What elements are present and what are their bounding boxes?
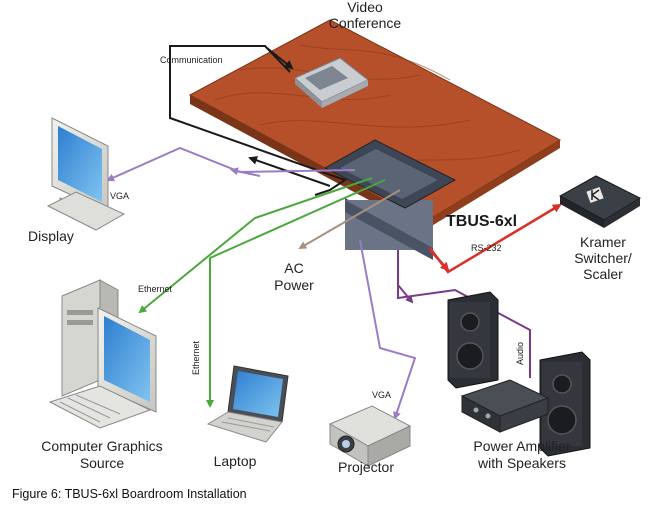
tbus-unit (323, 139, 457, 260)
communication-arrow-to-phone (266, 47, 294, 70)
ac-power-cable (298, 189, 401, 250)
computer-label-line1: Computer Graphics (41, 438, 162, 454)
amplifier-icon (460, 379, 550, 433)
figure-caption: Figure 6: TBUS-6xl Boardroom Installatio… (12, 487, 247, 501)
vga-display-cable (106, 146, 356, 182)
audio-arrow (397, 284, 414, 304)
computer-label-line2: Source (80, 455, 125, 471)
display-label: Display (28, 228, 74, 244)
video-conference-label-line2: Conference (329, 15, 402, 31)
ethernet-computer-cable (138, 177, 373, 314)
laptop-icon (206, 365, 289, 443)
amplifier-label-line1: Power Amplifier (473, 438, 571, 454)
display-icon (46, 117, 126, 231)
laptop-label: Laptop (214, 453, 257, 469)
vga-projector-cable (359, 239, 417, 420)
amplifier-label-line2: with Speakers (477, 455, 566, 471)
projector-icon (328, 405, 412, 467)
ethernet-computer-label: Ethernet (138, 284, 173, 294)
audio-cable (397, 250, 531, 378)
switcher-label-line2: Switcher/ (574, 250, 632, 266)
ac-power-label-line1: AC (284, 260, 303, 276)
computer-icon (48, 279, 157, 429)
communication-label: Communication (160, 55, 223, 65)
switcher-label-line1: Kramer (580, 234, 626, 250)
speaker-right-icon (539, 351, 591, 457)
conference-table (188, 19, 562, 230)
switcher-label-line3: Scaler (583, 266, 623, 282)
vga-display-label: VGA (110, 191, 129, 201)
ac-power-label-line2: Power (274, 277, 314, 293)
projector-label: Projector (338, 459, 394, 475)
vga-projector-label: VGA (372, 390, 391, 400)
rs232-arrow-mid (429, 249, 450, 272)
communication-cable (169, 45, 348, 196)
vga-display-arrow (230, 167, 261, 177)
audio-label: Audio (515, 342, 525, 365)
device-name-label: TBUS-6xl (446, 213, 517, 230)
speaker-left-icon (447, 291, 499, 389)
rs232-label: RS-232 (471, 243, 502, 253)
conference-phone-icon (294, 57, 369, 108)
video-conference-label-line1: Video (347, 0, 383, 15)
ethernet-laptop-label: Ethernet (191, 340, 201, 375)
ethernet-laptop-cable (206, 179, 386, 408)
switcher-icon (558, 175, 642, 228)
